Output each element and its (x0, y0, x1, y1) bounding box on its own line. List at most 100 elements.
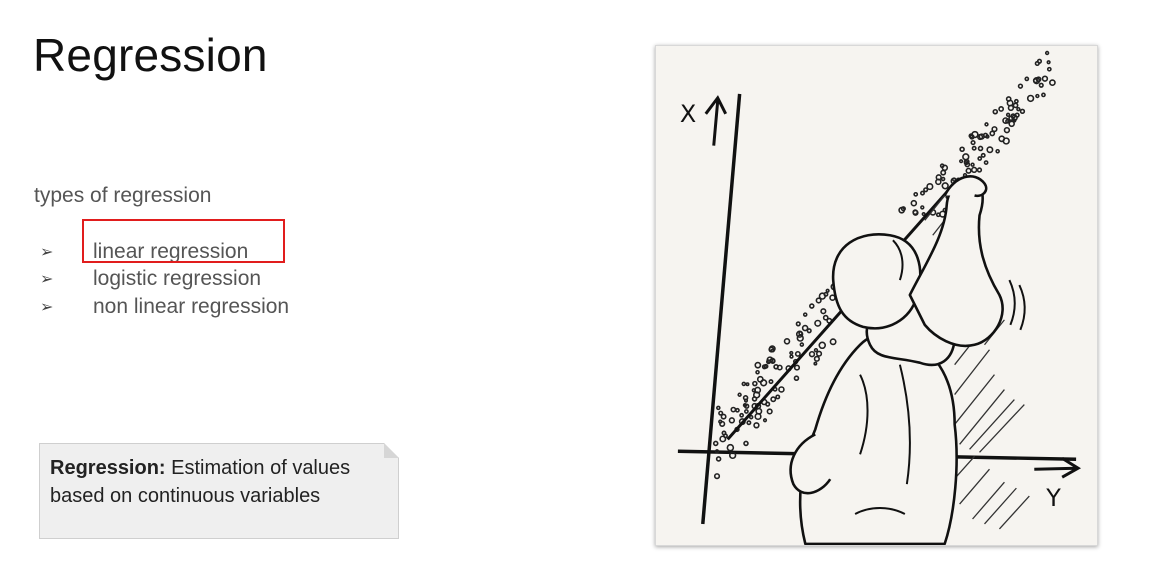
scatter-dot (898, 206, 906, 214)
scatter-dot (971, 145, 977, 151)
vertical-axis-arrow-icon (704, 95, 728, 146)
arrow-bullet-icon: ➢ (40, 271, 54, 289)
scatter-dot (743, 398, 749, 403)
scatter-dot (935, 178, 942, 186)
scatter-dot (745, 382, 750, 387)
scatter-dot (1024, 76, 1030, 82)
scatter-dot (1044, 50, 1050, 56)
scatter-dot (970, 162, 975, 167)
scatter-dot (1041, 75, 1049, 82)
scatter-dot (809, 303, 815, 309)
scatter-dot (754, 361, 762, 369)
scatter-dot (1002, 117, 1009, 124)
scatter-dot (959, 159, 964, 164)
scatter-dot (980, 152, 986, 158)
scatter-dot (977, 145, 984, 152)
scatter-dot (751, 388, 757, 393)
callout-folded-corner (384, 443, 399, 458)
scatter-dot (820, 308, 827, 315)
scatter-dot (762, 418, 768, 423)
scatter-dot (1026, 94, 1035, 103)
scatter-dot (813, 347, 819, 353)
bullet-item-linear: ➢ linear regression (40, 238, 289, 266)
bullet-text: linear regression (93, 239, 249, 263)
person-lower-arm (789, 433, 832, 495)
scatter-dot (726, 443, 735, 452)
scatter-dot (959, 146, 965, 153)
scatter-dot (1046, 66, 1052, 72)
scatter-dot (718, 419, 723, 424)
scatter-dot (1007, 104, 1015, 112)
scatter-dot (715, 456, 722, 462)
definition-callout (39, 443, 399, 539)
bullet-item-nonlinear: ➢ non linear regression (40, 293, 289, 321)
bullet-text: non linear regression (93, 294, 290, 318)
scatter-dot (1005, 112, 1011, 118)
scatter-dot (815, 297, 822, 304)
scatter-dot (913, 191, 919, 197)
slide-title: Regression (33, 29, 268, 81)
scatter-dot (796, 334, 804, 342)
definition-text: Regression: Estimation of values based o… (50, 455, 380, 510)
scatter-dot (963, 160, 969, 166)
scatter-dot (1049, 79, 1056, 87)
scatter-dot (1032, 77, 1039, 84)
scatter-dot (829, 338, 837, 346)
scatter-dot (1011, 114, 1018, 122)
scatter-dot (716, 405, 721, 411)
scatter-dot (759, 379, 768, 387)
definition-body: Estimation of values based on continuous… (50, 457, 351, 507)
scatter-dot (983, 160, 989, 165)
scatter-dot (995, 148, 1000, 154)
regression-line (726, 184, 954, 441)
person-detail-lines (854, 239, 1026, 515)
scatter-dot (789, 354, 794, 359)
scatter-dot (822, 314, 829, 321)
scatter-dot (768, 345, 776, 353)
scatter-dot (783, 338, 791, 345)
scatter-dot (1034, 60, 1040, 67)
scatter-dot (939, 163, 945, 169)
scatter-dot (753, 422, 760, 429)
scatter-dot (744, 409, 749, 414)
scatter-dot (719, 435, 727, 443)
scatter-dot (735, 407, 740, 413)
scatter-dot (1013, 98, 1019, 104)
scatter-dot (965, 167, 972, 174)
scatter-dot (970, 140, 976, 146)
regression-cartoon-illustration: X Y (655, 45, 1098, 546)
scatter-dot (808, 350, 816, 358)
scatter-dot (728, 417, 736, 424)
scatter-dot (962, 153, 970, 161)
scatter-dot (737, 392, 742, 397)
y-axis-label: Y (1045, 484, 1061, 512)
scatter-dot (970, 166, 978, 174)
scatter-dot (825, 288, 830, 293)
scatter-dot (801, 324, 809, 332)
scatter-dot (1041, 92, 1046, 98)
scatter-dot (912, 209, 919, 216)
scatter-dot (770, 396, 777, 403)
scatter-dot (813, 355, 820, 362)
scatter-dot (935, 212, 941, 218)
scatter-dot (976, 167, 983, 173)
scatter-dot (789, 350, 794, 356)
scatter-dot (713, 473, 721, 480)
scatter-dot (778, 386, 785, 393)
scatter-dot (799, 342, 805, 347)
scatter-dot (815, 350, 823, 357)
scatter-dot (721, 430, 727, 436)
scatter-dot (991, 126, 998, 133)
person-hand (943, 175, 988, 198)
scatter-dot (1017, 83, 1024, 89)
scatter-dot (741, 381, 747, 387)
scatter-dot (775, 394, 781, 400)
scatter-dot (813, 361, 818, 366)
scatter-dot (910, 199, 918, 207)
scatter-dot (755, 369, 760, 375)
scatter-dot (814, 319, 822, 327)
scatter-dot (900, 206, 906, 212)
subtitle: types of regression (34, 184, 212, 207)
scatter-dot (977, 156, 983, 161)
scatter-dot (989, 130, 996, 137)
